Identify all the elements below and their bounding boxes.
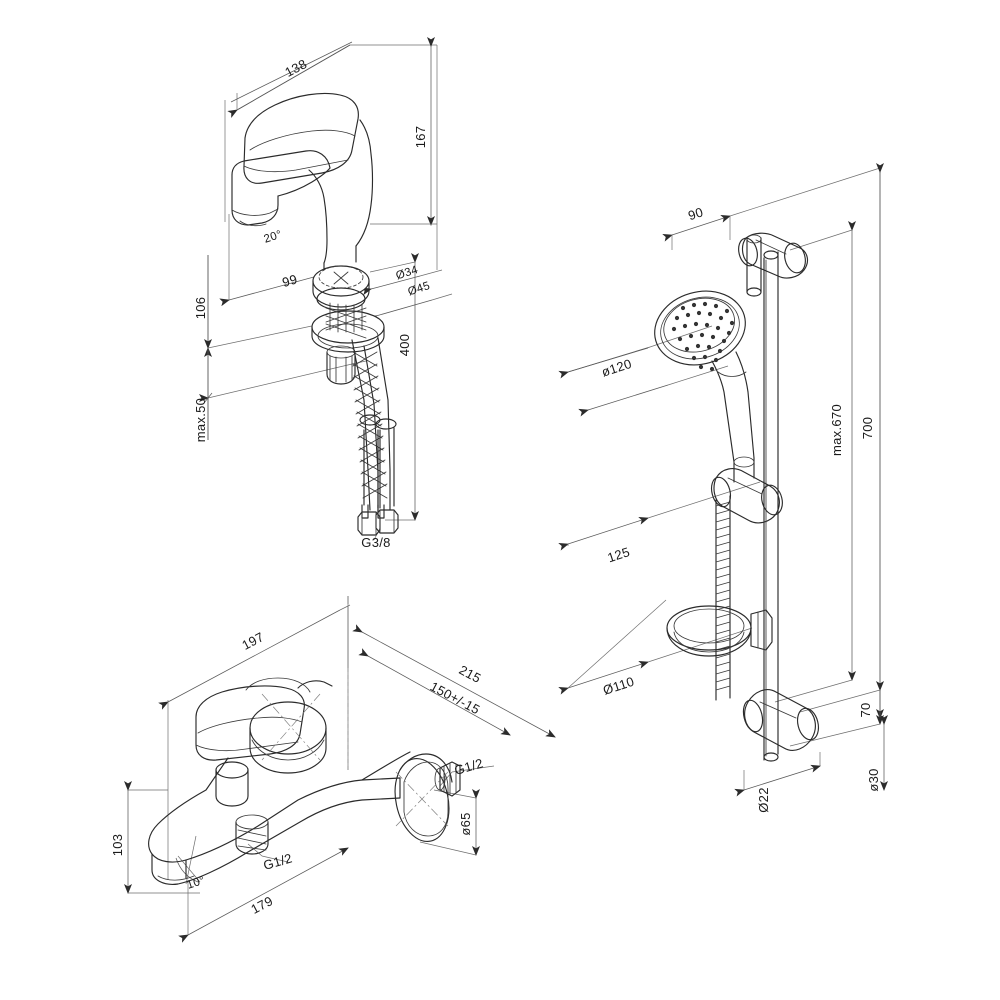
view-basin-mixer: 138 167 20° 99 Ø34 Ø45 106 400 max.50 G3… [193,37,453,550]
dim-label-70: 70 [858,702,873,717]
dim-label-99: 99 [280,271,299,290]
basin-dimension-labels: 138 167 20° 99 Ø34 Ø45 106 400 max.50 G3… [193,56,432,550]
shower-dimension-labels: 90 ø120 125 Ø110 max.670 700 70 Ø22 ø30 [600,204,881,812]
view-bath-mixer: 197 215 150+/-15 G1/2 ø65 G1/2 103 10° 1… [110,596,556,943]
dim-label-215: 215 [457,662,484,686]
dim-label-g38: G3/8 [361,535,390,550]
basin-dimension-lines [204,37,453,541]
shower-set-body [654,232,820,762]
dim-label-d45: Ø45 [406,280,431,298]
dim-label-106: 106 [193,297,208,320]
dim-label-10deg: 10° [186,875,207,892]
dim-label-138: 138 [282,56,309,80]
basin-mixer-body [231,92,399,536]
dim-label-400: 400 [397,334,412,357]
dim-label-max50: max.50 [193,398,208,442]
view-shower-set: 90 ø120 125 Ø110 max.670 700 70 Ø22 ø30 [558,163,888,813]
hose-coils [715,501,731,691]
dim-label-d65: ø65 [458,812,473,835]
dim-label-d110: Ø110 [601,674,636,698]
dim-label-d22: Ø22 [756,787,771,812]
shower-dimension-lines [558,163,888,797]
dim-label-179: 179 [248,893,275,917]
dim-label-d30: ø30 [866,768,881,791]
dim-label-max670: max.670 [829,404,844,456]
dim-label-g12-outlet: G1/2 [262,850,294,873]
dim-label-197: 197 [239,629,266,653]
dim-label-d120: ø120 [600,356,634,380]
dim-label-g12-inlet: G1/2 [453,755,485,778]
dim-label-90: 90 [686,204,705,223]
dim-label-103: 103 [110,834,125,857]
bath-dimension-labels: 197 215 150+/-15 G1/2 ø65 G1/2 103 10° 1… [110,629,485,917]
dim-label-167: 167 [413,126,428,149]
dim-label-700: 700 [860,417,875,440]
bath-mixer-body [148,668,461,885]
spray-holes [671,301,735,372]
dim-label-20deg: 20° [263,229,284,246]
dim-label-125: 125 [606,544,632,565]
